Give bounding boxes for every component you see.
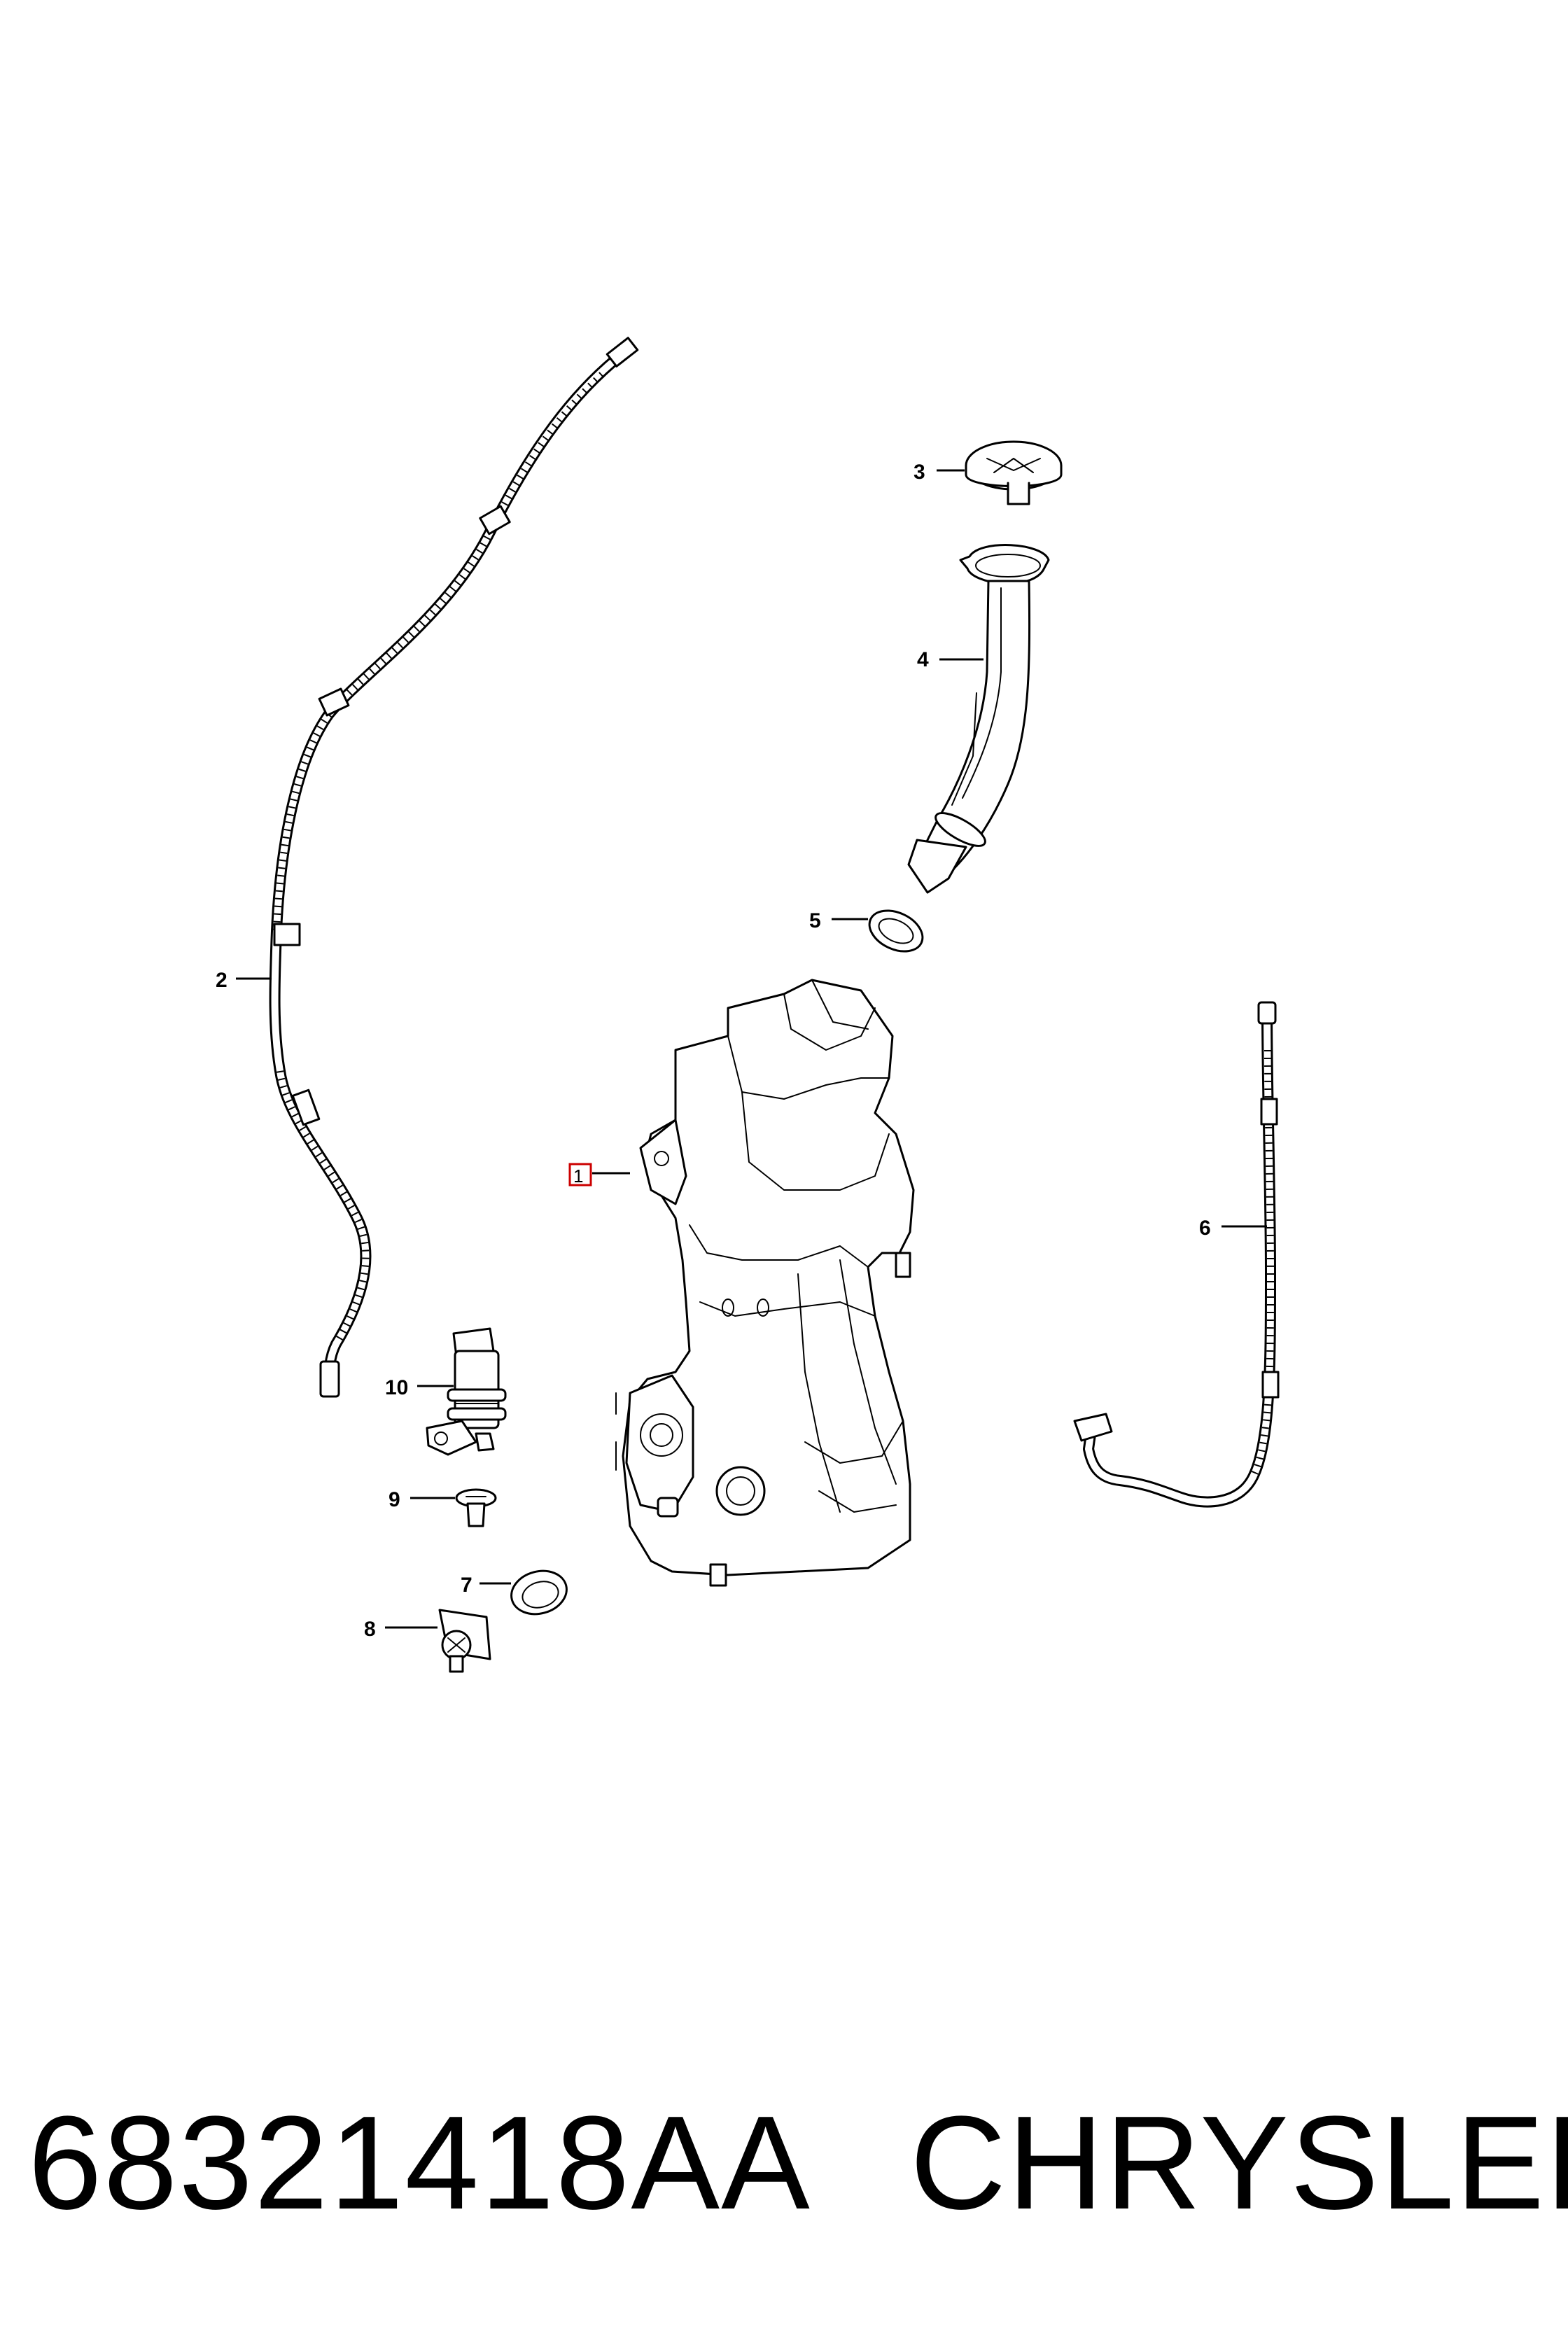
callout-8: 8 (364, 1618, 376, 1641)
part-5-grommet (868, 909, 924, 953)
callout-2: 2 (216, 969, 227, 992)
part-2-washer-hose (269, 337, 639, 1398)
part-9-push-pin (455, 1488, 497, 1527)
part-10-washer-pump (426, 1327, 507, 1456)
callout-5: 5 (809, 909, 821, 932)
part-3-filler-cap (965, 440, 1063, 505)
part-7-seal (510, 1569, 568, 1616)
callout-10: 10 (385, 1376, 408, 1399)
part-8-level-sensor (438, 1609, 491, 1673)
brand-caption: CHRYSLER (910, 2089, 1568, 2237)
part-6-washer-hose (1073, 1001, 1280, 1508)
callout-4: 4 (917, 648, 929, 671)
callout-9: 9 (388, 1488, 400, 1511)
callout-7: 7 (461, 1574, 472, 1597)
part-1-washer-reservoir (615, 979, 915, 1587)
part-4-filler-neck (907, 544, 1050, 894)
callout-1-highlight-box (568, 1163, 592, 1186)
callout-6: 6 (1199, 1217, 1211, 1240)
part-number-caption: 68321418AA (28, 2089, 811, 2237)
callout-3: 3 (913, 461, 925, 484)
callout-1: 1 (573, 1166, 583, 1186)
